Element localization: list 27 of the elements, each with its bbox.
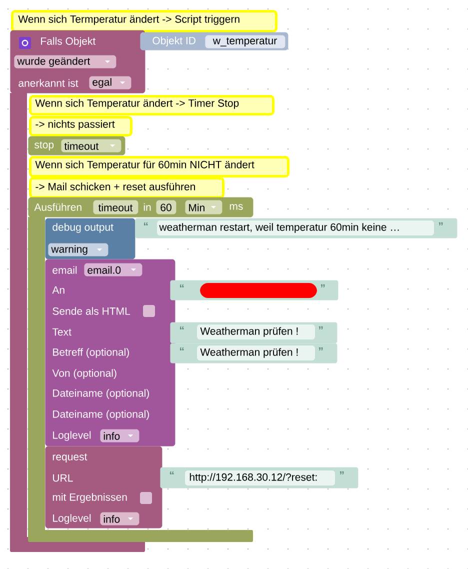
node-label: ”	[318, 326, 323, 330]
text-block: “ http://192.168.30.12/?reset: ”	[160, 467, 358, 488]
comment-block: Wenn sich Termperatur ändert -> Script triggern	[11, 10, 278, 32]
node-label: Weatherman prüfen !	[200, 348, 298, 358]
dropdown-field: info	[100, 429, 140, 442]
comment-block: Wenn sich Temperatur ändert -> Timer Stop	[29, 95, 274, 116]
input-field: timeout	[93, 200, 138, 214]
node-label: “	[180, 347, 184, 350]
dropdown-field: info	[100, 512, 140, 526]
node-label: “	[180, 326, 184, 330]
node-label: Weatherman prüfen !	[200, 327, 298, 337]
input-field: 60	[156, 200, 176, 214]
dropdown-field: Min	[185, 200, 222, 214]
dropdown-field: egal	[89, 76, 132, 90]
text-block: “ ”	[170, 280, 338, 300]
input-field: w_temperatur	[205, 35, 286, 48]
comment-block: -> nichts passiert	[29, 116, 132, 136]
comment-block: Wenn sich Temperatur für 60min NICHT ändert	[29, 156, 290, 178]
dropdown-field: timeout	[61, 139, 122, 152]
comment-block: -> Mail schicken + reset ausführen	[29, 177, 224, 198]
dropdown-field: warning	[48, 243, 108, 256]
node-label: ”	[318, 347, 323, 350]
dropdown-field: wurde geändert	[14, 55, 116, 68]
text-block: “ Weatherman prüfen ! ”	[170, 322, 338, 344]
text-block: “ weatherman restart, weil temperatur 60min keine … ”	[135, 218, 458, 238]
text-block: “ Weatherman prüfen ! ”	[170, 343, 338, 364]
dropdown-field: email.0	[84, 263, 142, 276]
